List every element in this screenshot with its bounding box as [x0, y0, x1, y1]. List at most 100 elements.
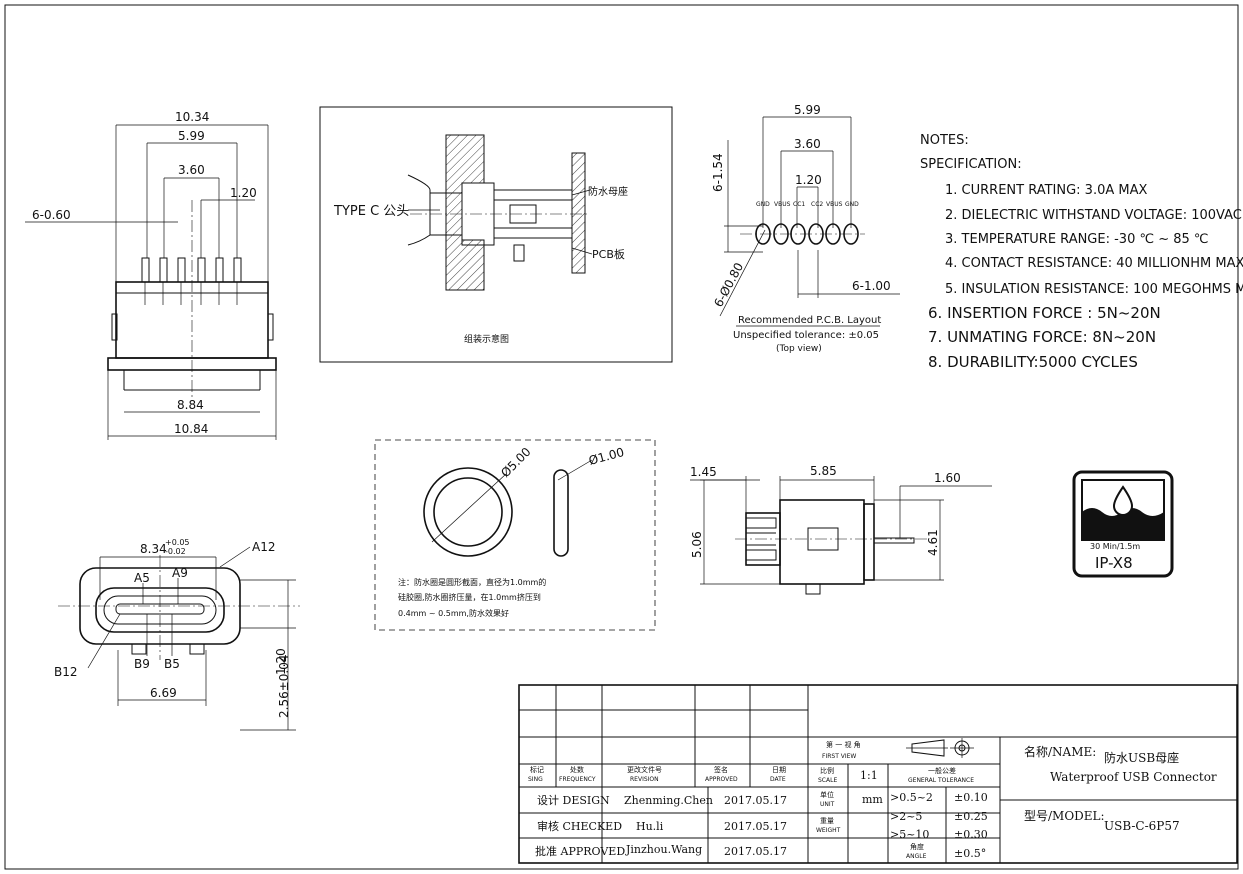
note-item: 8. DURABILITY:5000 CYCLES — [928, 353, 1138, 371]
pcb-dim-1-20: 1.20 — [795, 173, 822, 187]
housing-hatch — [445, 134, 485, 291]
pin-label-a9: A9 — [172, 566, 188, 580]
hdr-date-en: DATE — [770, 776, 786, 783]
hdr-sing-cn: 标记 — [530, 765, 544, 774]
tol-range: >0.5~2 — [890, 791, 933, 804]
assembly-frame — [319, 106, 673, 363]
dim-6-0-60: 6-0.60 — [32, 208, 71, 222]
pcb-board — [571, 152, 586, 274]
notes-spec: SPECIFICATION: — [920, 157, 1022, 172]
side-dim-1-45: 1.45 — [690, 465, 717, 479]
projection-symbol-icon — [906, 738, 974, 758]
angle-en: ANGLE — [906, 853, 927, 860]
pin-label: GND — [756, 201, 770, 208]
note-item: 5. INSULATION RESISTANCE: 100 MEGOHMS MI… — [945, 282, 1243, 297]
oring-outer — [423, 467, 513, 557]
pcb-dim-6-1-54: 6-1.54 — [711, 153, 725, 192]
note-item: 7. UNMATING FORCE: 8N~20N — [928, 328, 1156, 346]
unit-en: UNIT — [820, 801, 835, 808]
side-flange — [863, 503, 875, 581]
pin-label: CC1 — [793, 201, 805, 208]
unit-cn: 单位 — [820, 790, 834, 799]
hdr-sing-en: SING — [528, 776, 543, 783]
left-view: 10.34 5.99 3.60 1.20 6-0.60 8.84 10.84 — [25, 110, 277, 440]
row-design-role: 设计 DESIGN — [537, 794, 610, 807]
pcb-layout: GND VBUS CC1 CC2 VBUS GND 5.99 3.60 1.20… — [711, 103, 900, 354]
oring-note-line: 硅胶圈,防水圈挤压量，在1.0mm挤压到 — [398, 592, 541, 602]
ip-badge: 30 Min/1.5m IP-X8 — [1072, 470, 1174, 578]
model-value: USB-C-6P57 — [1104, 819, 1180, 833]
row-approved-date: 2017.05.17 — [724, 845, 787, 858]
side-view: 1.45 5.85 1.60 5.06 4.61 — [690, 464, 992, 595]
hdr-rev-en: REVISION — [630, 776, 659, 783]
pcb-dim-3-60: 3.60 — [794, 137, 821, 151]
side-dim-1-60: 1.60 — [934, 471, 961, 485]
scale-en: SCALE — [818, 777, 837, 784]
front-view: 8.34 +0.05 -0.02 A12 A5 A9 B12 B9 B5 1.2… — [54, 538, 300, 731]
row-checked-name: Hu.li — [636, 820, 664, 833]
dim-10-34: 10.34 — [175, 110, 209, 124]
oring-frame — [374, 439, 656, 631]
assembly-caption: 组装示意图 — [464, 333, 509, 345]
notes-heading: NOTES: — [920, 133, 969, 148]
title-block-frame — [518, 684, 1238, 864]
type-c-label: TYPE C 公头 — [333, 204, 409, 219]
water-drop-icon — [1112, 485, 1134, 516]
name-en: Waterproof USB Connector — [1050, 770, 1217, 784]
oring-detail: Ø5.00 Ø1.00 注：防水圈是圆形截面，直径为1.0mm的 硅胶圈,防水圈… — [374, 439, 656, 631]
tol-range: >2~5 — [890, 810, 922, 823]
oring-section — [553, 469, 569, 557]
first-view-cn: 第 一 视 角 — [826, 740, 861, 749]
scale-cn: 比例 — [820, 766, 834, 775]
note-item: 3. TEMPERATURE RANGE: -30 ℃ ~ 85 ℃ — [945, 232, 1209, 247]
angle-cn: 角度 — [910, 842, 924, 851]
pin-label-a12: A12 — [252, 540, 275, 554]
ip-badge-frame — [1072, 470, 1174, 578]
sheet-border — [4, 4, 1239, 870]
pcb-layout-title: Recommended P.C.B. Layout — [738, 315, 881, 326]
tol-value: ±0.5° — [954, 847, 986, 860]
tol-value: ±0.10 — [954, 791, 988, 804]
front-dim-6-69: 6.69 — [150, 686, 177, 700]
name-cn: 防水USB母座 — [1104, 750, 1179, 765]
ip-rating: IP-X8 — [1095, 554, 1133, 572]
model-label: 型号/MODEL: — [1024, 809, 1105, 823]
oring-dia-label: Ø5.00 — [498, 445, 533, 480]
oring-note-line: 0.4mm ~ 0.5mm,防水效果好 — [398, 608, 509, 618]
front-tol-minus: -0.02 — [165, 547, 186, 556]
pin-label-b12: B12 — [54, 665, 78, 679]
hdr-appr-cn: 签名 — [714, 765, 728, 774]
dim-3-60: 3.60 — [178, 163, 205, 177]
row-design-name: Zhenming.Chen — [624, 794, 713, 807]
side-dim-5-85: 5.85 — [810, 464, 837, 478]
oring-inner — [433, 477, 503, 547]
note-item: 4. CONTACT RESISTANCE: 40 MILLIONHM MAX — [945, 256, 1243, 271]
oring-note-line: 注：防水圈是圆形截面，直径为1.0mm的 — [398, 577, 546, 587]
pin-label-a5: A5 — [134, 571, 150, 585]
side-dim-5-06: 5.06 — [690, 531, 704, 558]
scale-value: 1:1 — [860, 769, 878, 782]
pcb-dim-pad-dia: 6-Ø0.80 — [711, 260, 746, 309]
row-design-date: 2017.05.17 — [724, 794, 787, 807]
pcb-layout-view: (Top view) — [776, 344, 822, 354]
water-wave-icon — [1082, 508, 1164, 540]
note-item: 2. DIELECTRIC WITHSTAND VOLTAGE: 100VAC — [945, 208, 1242, 223]
weight-cn: 重量 — [820, 817, 834, 825]
pin-label-b9: B9 — [134, 657, 150, 671]
pcb-label: PCB板 — [592, 247, 625, 261]
dim-10-84: 10.84 — [174, 422, 208, 436]
pcb-layout-tolerance: Unspecified tolerance: ±0.05 — [733, 330, 879, 341]
hdr-rev-cn: 更改文件号 — [627, 765, 662, 774]
tol-range: >5~10 — [890, 828, 929, 841]
side-dim-4-61: 4.61 — [926, 529, 940, 556]
ip-depth: 30 Min/1.5m — [1090, 542, 1140, 551]
hdr-date-cn: 日期 — [772, 766, 786, 774]
assembly-diagram: TYPE C 公头 防水母座 PCB板 组装示意图 — [319, 106, 673, 363]
pcb-pads — [755, 223, 859, 245]
side-body — [779, 499, 865, 585]
pcb-dim-6-1-00: 6-1.00 — [852, 279, 891, 293]
pin-label-b5: B5 — [164, 657, 180, 671]
tol-value: ±0.30 — [954, 828, 988, 841]
note-item: 6. INSERTION FORCE : 5N~20N — [928, 304, 1161, 322]
tol-value: ±0.25 — [954, 810, 988, 823]
